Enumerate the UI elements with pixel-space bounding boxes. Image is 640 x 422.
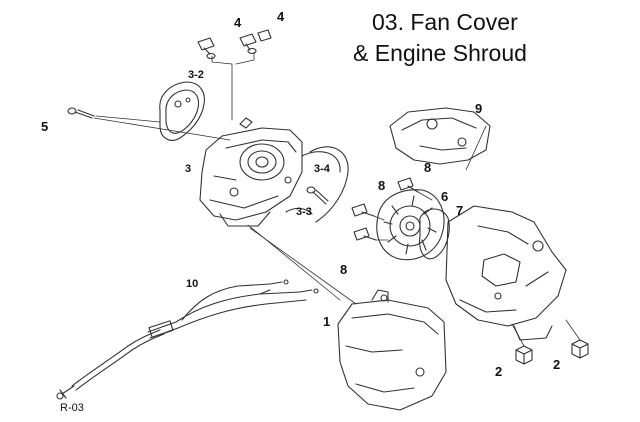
diagram-title-line-2: & Engine Shroud [353, 40, 527, 66]
reference-code: R-03 [60, 402, 84, 414]
callout-5: 5 [41, 119, 48, 134]
gasket-3-2 [159, 81, 205, 141]
callout-8-middle: 8 [378, 178, 385, 193]
nut-2-left [515, 345, 533, 365]
callout-3-4: 3-4 [314, 163, 331, 175]
callout-7: 7 [456, 203, 463, 218]
callout-4-right: 4 [277, 9, 285, 24]
o-ring-7 [419, 208, 450, 260]
shroud-plate-9 [389, 107, 491, 165]
callout-3-2: 3-2 [188, 69, 204, 81]
screw-3-4 [306, 186, 329, 205]
hose-3-3 [285, 146, 349, 223]
diagram-title-line-1: 03. Fan Cover [372, 9, 518, 35]
callout-4-left: 4 [234, 15, 242, 30]
bolt-8-lower [353, 227, 377, 241]
nut-2-right [571, 339, 589, 359]
engine-shroud-1 [337, 289, 447, 411]
callout-9: 9 [475, 101, 482, 116]
callout-8-upper: 8 [424, 160, 431, 175]
callout-6: 6 [441, 189, 448, 204]
callout-2-right: 2 [553, 357, 560, 372]
bolt-4-left [197, 37, 216, 60]
engine-crankcase [445, 205, 567, 341]
cooling-fan-6 [376, 189, 445, 261]
callout-8-lower: 8 [340, 262, 347, 277]
bolt-5 [67, 107, 95, 119]
callout-2-left: 2 [495, 364, 502, 379]
control-cable-10 [56, 279, 319, 400]
callout-3: 3 [185, 163, 191, 175]
callout-10: 10 [186, 278, 198, 290]
leader-lines [93, 51, 581, 347]
bolt-4-right [239, 29, 272, 55]
fan-cover-3 [199, 117, 303, 227]
bolt-8-middle [351, 203, 375, 217]
bolt-8-upper [397, 177, 419, 193]
callout-1: 1 [323, 314, 330, 329]
callout-3-3: 3-3 [296, 206, 312, 218]
